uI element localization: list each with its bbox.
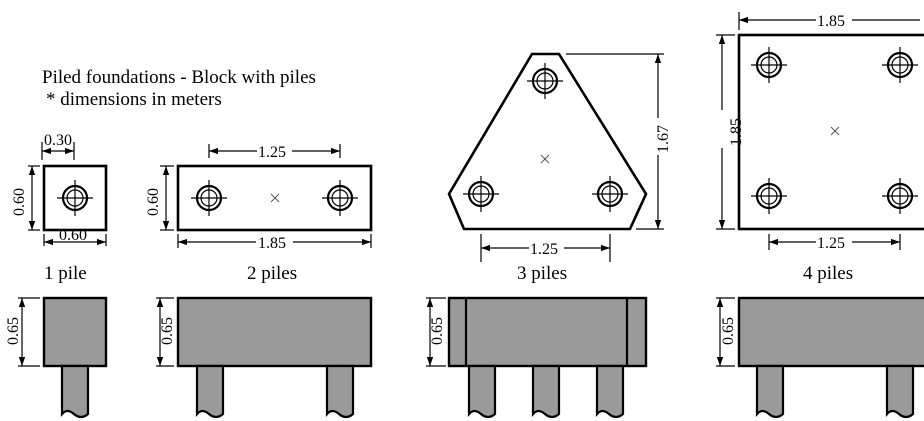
pile-cap-block: [737, 296, 924, 368]
two-piles-plan: 1.25 0.60 1.85 2 piles: [145, 144, 373, 284]
dim-cap-width: 0.60: [59, 227, 87, 244]
dim-cap-height: 0.60: [145, 188, 162, 216]
dim-cap-depth: 0.65: [429, 317, 446, 345]
center-mark: [830, 126, 840, 136]
title-line-2: * dimensions in meters: [46, 89, 222, 110]
one-pile-elevation: 0.65: [5, 296, 108, 419]
pile-circle: [57, 180, 93, 216]
pile-shaft: [467, 364, 497, 419]
pile-cap-block: [447, 296, 648, 368]
pile-circle: [751, 47, 787, 83]
pile-cap-block: [42, 296, 108, 368]
caption-4-piles: 4 piles: [803, 263, 853, 284]
pile-circle: [882, 178, 918, 214]
four-piles-elevation: 0.65: [716, 296, 924, 419]
dim-cap-depth: 0.65: [5, 317, 22, 345]
pile-shaft: [595, 364, 625, 419]
pile-circle: [322, 180, 358, 216]
dim-pile-diameter: 0.30: [44, 132, 72, 149]
caption-3-piles: 3 piles: [517, 263, 567, 284]
dim-cap-length: 1.85: [258, 235, 286, 252]
dim-cap-height: 1.67: [655, 125, 672, 153]
title-line-1: Piled foundations - Block with piles: [42, 67, 316, 88]
pile-shaft: [885, 364, 915, 419]
dim-cap-height: 0.60: [11, 188, 28, 216]
pile-cap-outline: [737, 33, 924, 231]
two-piles-elevation: 0.65: [156, 296, 373, 419]
pile-circle: [751, 178, 787, 214]
pile-cap-outline: [42, 164, 108, 232]
pile-shaft: [195, 364, 225, 419]
center-mark: [540, 154, 550, 164]
pile-shaft: [325, 364, 355, 419]
pile-circle: [527, 63, 563, 99]
drawing-title: Piled foundations - Block with piles * d…: [42, 67, 316, 110]
pile-circle: [463, 176, 499, 212]
one-pile-plan: 0.30 0.60 0.60 1 pile: [11, 132, 108, 284]
three-piles-plan: 1.67 1.25 3 piles: [447, 52, 672, 284]
pile-circle: [882, 47, 918, 83]
dim-pile-spacing: 1.25: [817, 235, 845, 252]
pile-shaft: [60, 364, 90, 419]
pile-cap-outline: [176, 164, 373, 232]
pile-shaft: [531, 364, 561, 419]
caption-2-piles: 2 piles: [247, 263, 297, 284]
pile-cap-outline: [447, 52, 648, 231]
caption-1-pile: 1 pile: [44, 263, 87, 284]
pile-circle: [191, 180, 227, 216]
pile-cap-block: [176, 296, 373, 368]
pile-shaft: [755, 364, 785, 419]
pile-circle: [592, 176, 628, 212]
three-piles-elevation: 0.65: [426, 296, 648, 419]
dim-cap-depth: 0.65: [159, 317, 176, 345]
dim-cap-width: 1.85: [817, 13, 845, 30]
dim-cap-depth: 0.65: [720, 317, 737, 345]
four-piles-plan: 1.85 1.85 1.25 4 piles: [716, 12, 924, 284]
dim-cap-height: 1.85: [728, 118, 745, 146]
dim-pile-spacing: 1.25: [258, 144, 286, 161]
center-mark: [270, 193, 280, 203]
dim-pile-spacing: 1.25: [530, 241, 558, 258]
